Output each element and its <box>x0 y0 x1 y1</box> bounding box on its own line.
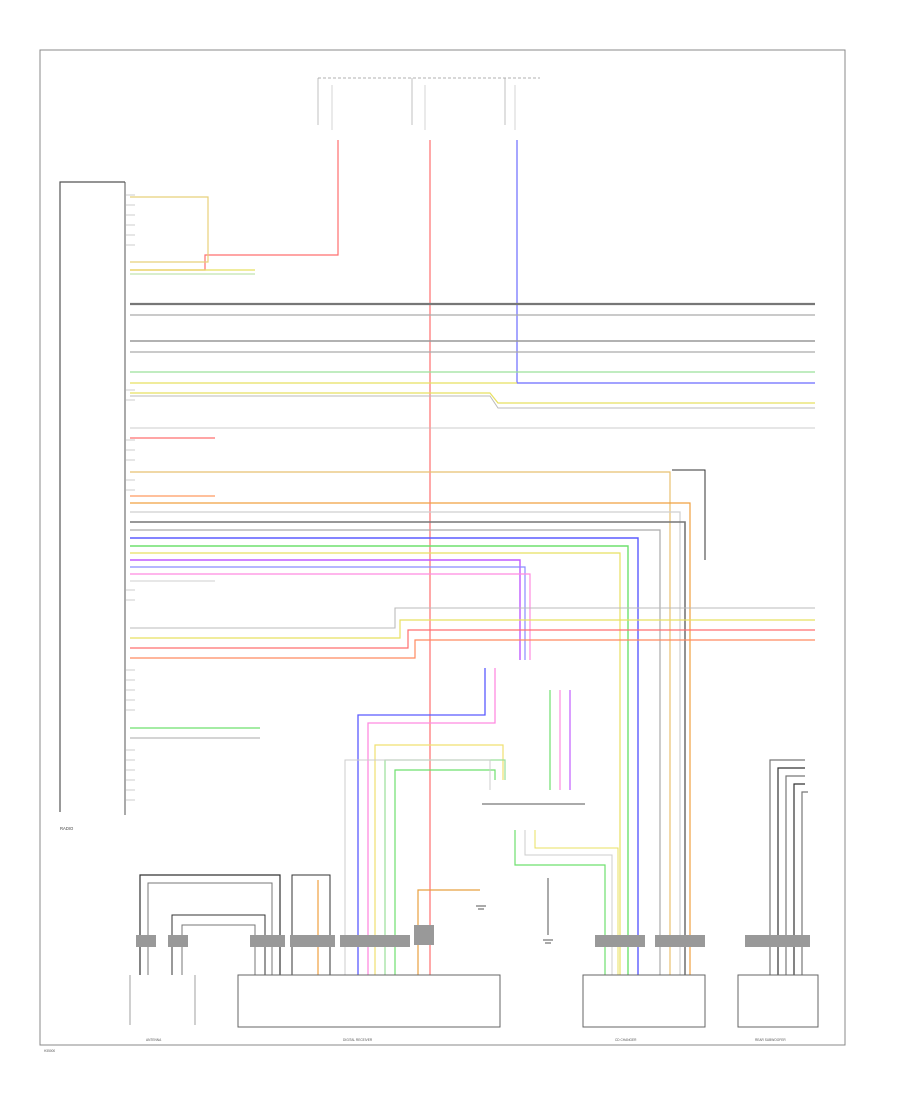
mid-cluster-wires <box>130 469 706 975</box>
antenna-wiring <box>139 874 331 975</box>
radio-pin-ticks <box>125 194 135 801</box>
radio-label: RADIO <box>60 826 74 831</box>
bus-wires-top <box>130 302 815 353</box>
digital-receiver-label: DIGITAL RECEIVER <box>343 1038 373 1042</box>
radio-unit: RADIO <box>59 181 126 831</box>
bottom-pin-strips <box>136 925 810 947</box>
lower-left-wires <box>130 727 260 739</box>
feed-wire-blue <box>516 140 815 384</box>
diagram-frame <box>39 49 846 1046</box>
digital-receiver-component: DIGITAL RECEIVER <box>237 974 501 1042</box>
cd-changer-component: CD CHANGER <box>582 974 706 1042</box>
radio-top-wires <box>130 196 255 275</box>
fuse-block <box>317 77 540 130</box>
feed-wire-red-1 <box>130 140 339 271</box>
antenna-component: ANTENNA <box>129 975 196 1042</box>
subwoofer-wiring <box>769 759 808 975</box>
rear-subwoofer-component: REAR SUBWOOFER <box>737 974 819 1042</box>
ground-symbols <box>476 905 553 944</box>
cd-changer-label: CD CHANGER <box>615 1038 637 1042</box>
antenna-label: ANTENNA <box>146 1038 162 1042</box>
page-reference: H35000 <box>44 1049 55 1053</box>
junction-connectors <box>344 668 619 975</box>
rear-subwoofer-label: REAR SUBWOOFER <box>755 1038 786 1042</box>
right-output-wires <box>130 607 815 659</box>
bus-wires-color <box>130 371 815 439</box>
